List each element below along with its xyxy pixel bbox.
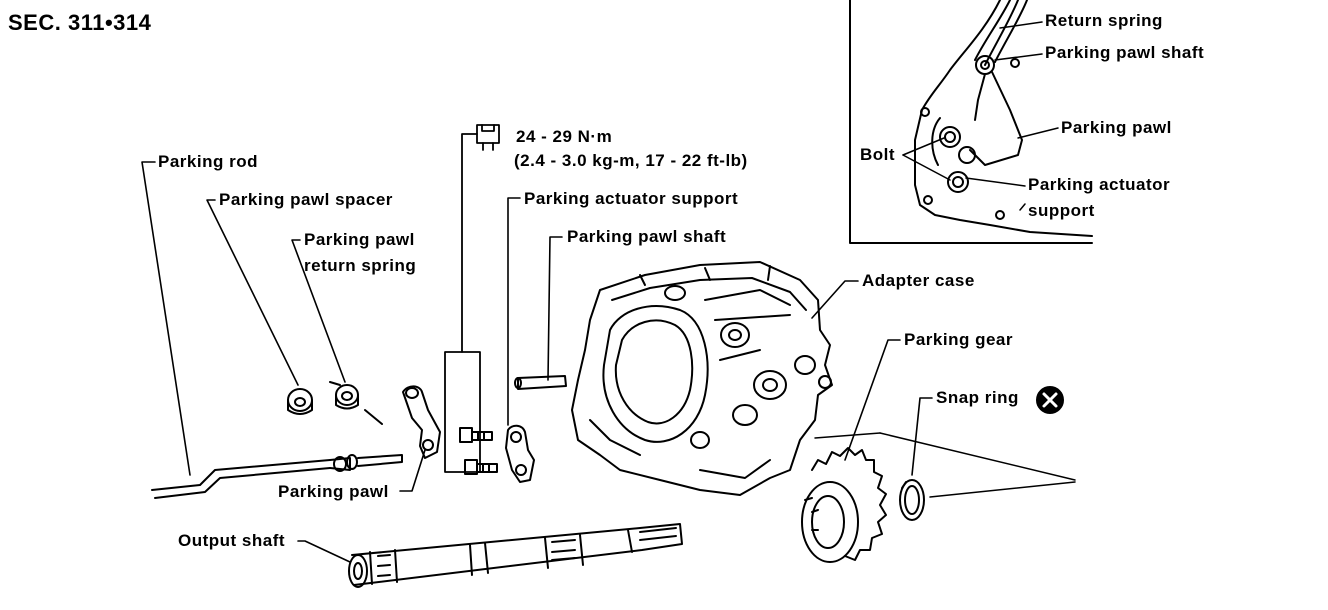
inset-label-actuator-2: support: [1028, 201, 1095, 220]
label-parking-pawl: Parking pawl: [278, 482, 389, 501]
adapter-case: [571, 261, 833, 496]
parking-pawl: [402, 385, 441, 459]
label-adapter-case: Adapter case: [862, 271, 975, 290]
inset-label-parking-pawl: Parking pawl: [1061, 118, 1172, 137]
section-number: SEC. 311•314: [8, 10, 152, 35]
label-return-spring-2: return spring: [304, 256, 417, 275]
parking-rod: [151, 454, 403, 499]
torque-bracket: [444, 124, 500, 473]
snap-ring-replace-icon: [1036, 386, 1064, 414]
label-parking-actuator-support: Parking actuator support: [524, 189, 739, 208]
label-parking-gear: Parking gear: [904, 330, 1013, 349]
parking-gear: [801, 447, 887, 563]
bolts: [459, 427, 498, 475]
return-spring: [329, 381, 383, 425]
inset-label-bolt: Bolt: [860, 145, 896, 164]
reference-lines: [814, 432, 1076, 498]
inset-frame: [849, 0, 1093, 244]
parking-pawl-spacer: [287, 388, 313, 415]
snap-ring: [899, 479, 925, 521]
label-parking-pawl-shaft: Parking pawl shaft: [567, 227, 727, 246]
parking-pawl-shaft: [514, 375, 567, 390]
label-parking-pawl-spacer: Parking pawl spacer: [219, 190, 393, 209]
label-snap-ring: Snap ring: [936, 388, 1019, 407]
inset-label-return-spring: Return spring: [1045, 11, 1163, 30]
inset-label-parking-pawl-shaft: Parking pawl shaft: [1045, 43, 1205, 62]
torque-spec: 24 - 29 N·m: [516, 127, 613, 146]
label-return-spring-1: Parking pawl: [304, 230, 415, 249]
label-parking-rod: Parking rod: [158, 152, 258, 171]
leader-lines: [141, 161, 933, 563]
inset-case-drawing: [902, 0, 1093, 237]
output-shaft: [348, 523, 683, 588]
label-output-shaft: Output shaft: [178, 531, 286, 550]
inset-label-actuator-1: Parking actuator: [1028, 175, 1171, 194]
torque-spec-alt: (2.4 - 3.0 kg-m, 17 - 22 ft-lb): [514, 151, 748, 170]
parking-actuator-support: [505, 424, 535, 483]
